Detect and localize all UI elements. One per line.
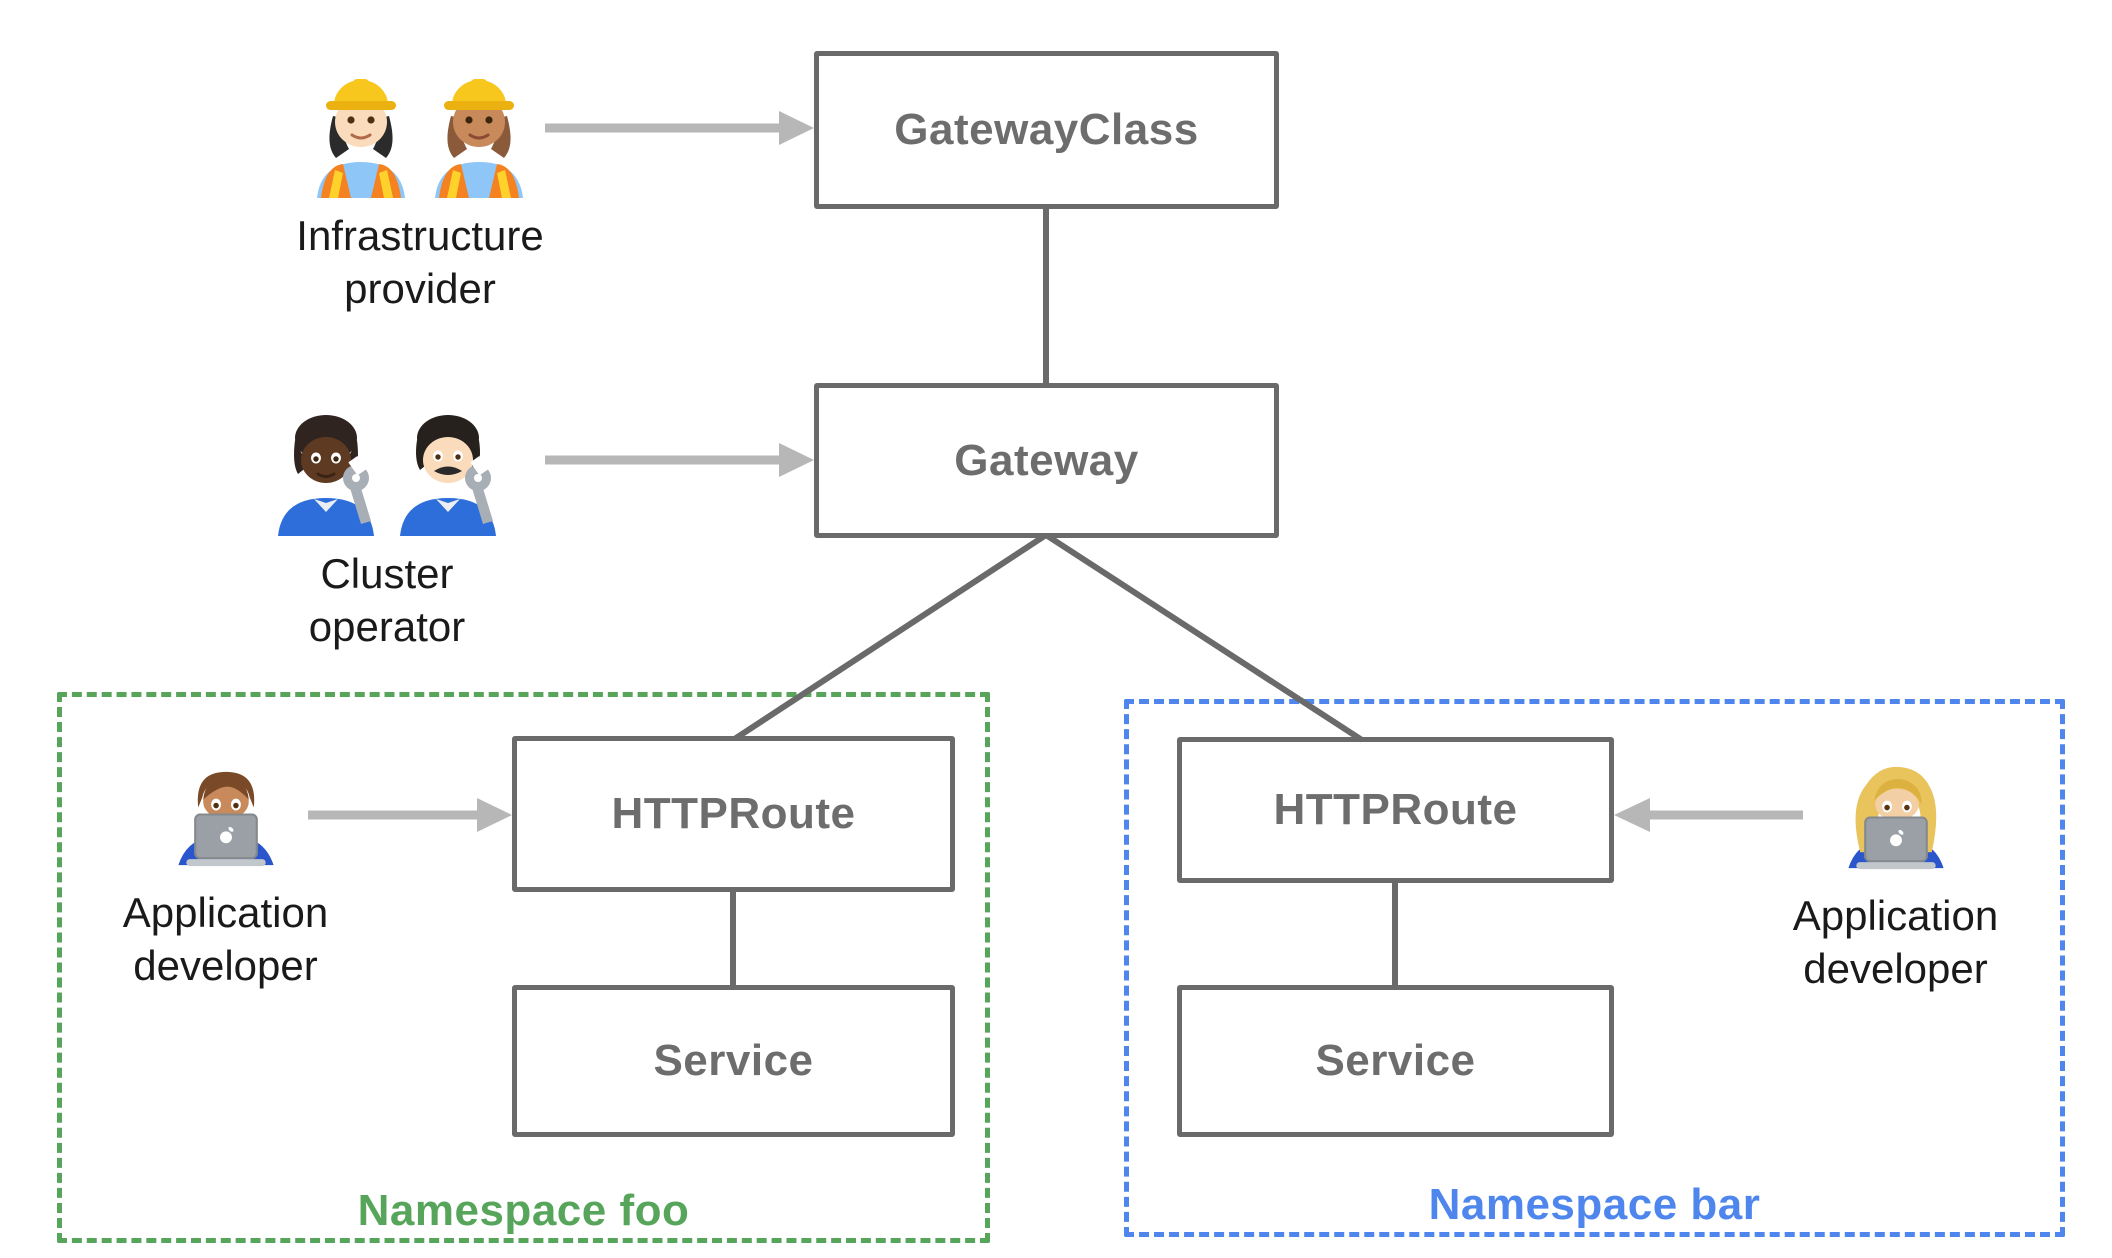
- woman-construction-worker-light-skin-emoji: [317, 79, 405, 198]
- edge-gateway-httproute-bar: [1044, 532, 1367, 745]
- gateway-node: Gateway: [814, 383, 1279, 538]
- arrow-cluster-operator-to-gateway: [545, 443, 814, 477]
- service-foo-node-label: Service: [653, 1036, 814, 1085]
- arrow-app-developer-to-httproute-foo: [308, 798, 512, 832]
- gatewayclass-node: GatewayClass: [814, 51, 1279, 209]
- edge-gateway-httproute-foo: [731, 532, 1048, 743]
- gateway-node-label: Gateway: [954, 435, 1139, 485]
- arrow-head-icon: [477, 798, 512, 832]
- arrow-infrastructure-provider-to-gatewayclass: [545, 111, 814, 145]
- cluster-operator-persona: Cluster operator: [262, 398, 512, 654]
- namespace-bar-label: Namespace bar: [1428, 1180, 1761, 1229]
- arrow-app-developer-to-httproute-bar: [1614, 798, 1803, 832]
- httproute-foo-node-label: HTTPRoute: [611, 789, 856, 838]
- infrastructure-provider-icons: [305, 58, 535, 198]
- gatewayclass-node-label: GatewayClass: [894, 105, 1199, 154]
- arrow-head-icon: [779, 111, 814, 145]
- namespace-bar-boundary: Namespace bar: [1124, 699, 2065, 1237]
- cluster-operator-icons: [268, 398, 506, 536]
- infrastructure-provider-label: Infrastructure provider: [296, 212, 544, 312]
- man-technologist-medium-skin-emoji: [177, 771, 274, 867]
- namespace-foo-boundary: Namespace foo: [57, 692, 990, 1243]
- woman-construction-worker-medium-skin-emoji: [435, 79, 523, 198]
- namespace-foo-label: Namespace foo: [357, 1186, 690, 1235]
- service-bar-node: Service: [1177, 985, 1614, 1137]
- service-foo-node: Service: [512, 985, 955, 1137]
- httproute-bar-node: HTTPRoute: [1177, 737, 1614, 883]
- cluster-operator-label: Cluster operator: [308, 550, 466, 650]
- application-developer-bar-icons: [1836, 753, 1956, 878]
- application-developer-foo-icons: [166, 750, 286, 875]
- woman-technologist-medium-light-skin-emoji: [1847, 766, 1944, 870]
- mechanic-dark-skin-emoji: [278, 415, 374, 536]
- application-developer-foo-label: Application developer: [122, 889, 329, 989]
- httproute-bar-node-label: HTTPRoute: [1273, 785, 1518, 834]
- application-developer-bar-persona: Application developer: [1773, 753, 2018, 996]
- arrow-head-icon: [779, 443, 814, 477]
- application-developer-bar-label: Application developer: [1792, 892, 1999, 992]
- infrastructure-provider-persona: Infrastructure provider: [270, 58, 570, 316]
- service-bar-node-label: Service: [1315, 1036, 1476, 1085]
- man-mechanic-light-skin-emoji: [400, 415, 496, 536]
- httproute-foo-node: HTTPRoute: [512, 736, 955, 892]
- arrow-head-icon: [1614, 798, 1650, 832]
- application-developer-foo-persona: Application developer: [103, 750, 348, 993]
